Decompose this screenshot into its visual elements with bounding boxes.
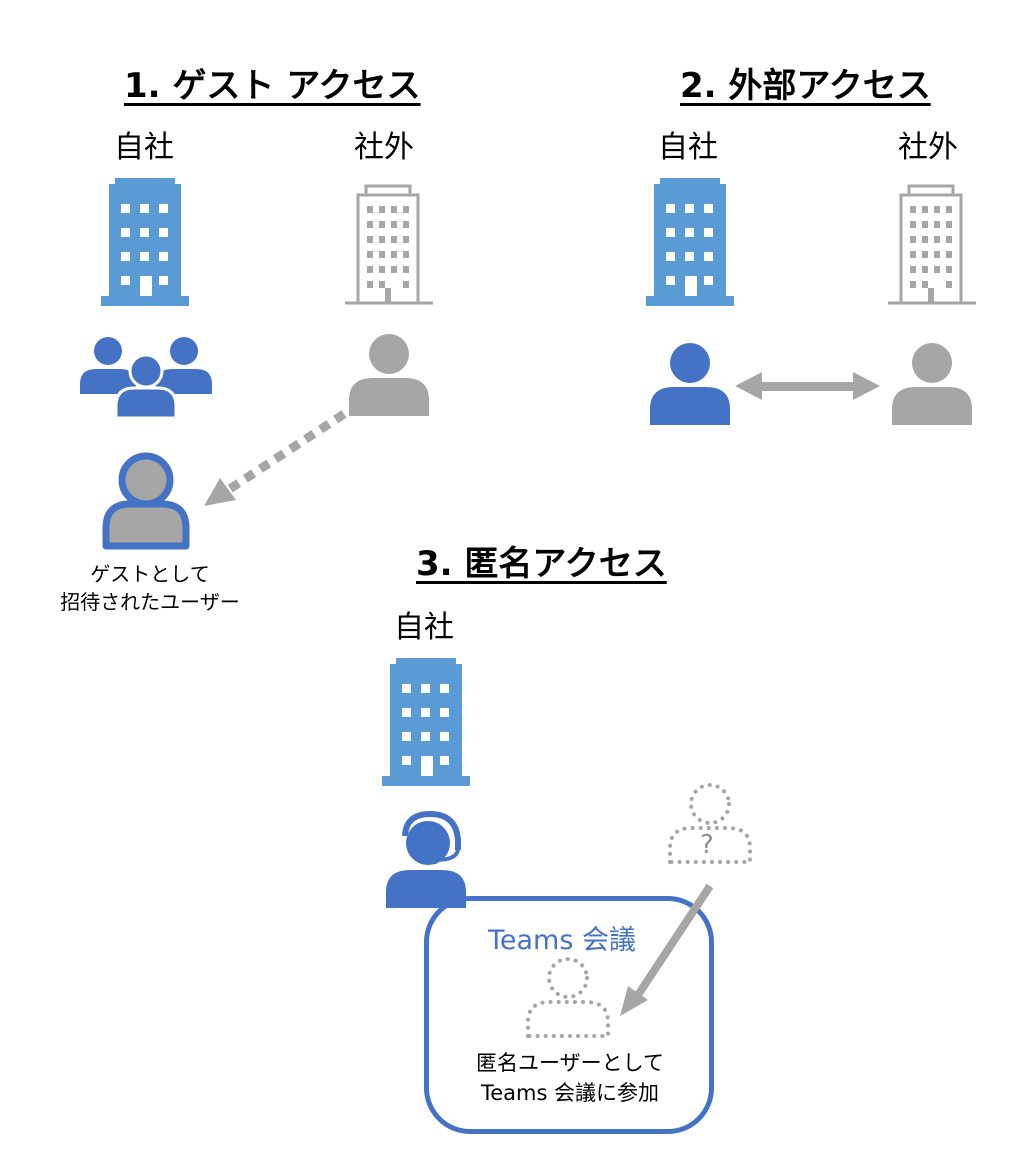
section1-own-company-label: 自社 <box>114 130 174 165</box>
section2-own-company-label: 自社 <box>658 130 718 165</box>
guest-invite-arrowhead <box>204 478 236 506</box>
section3-own-company-label: 自社 <box>394 610 454 645</box>
section2-external-building-icon <box>886 184 978 305</box>
section2-external-user-icon <box>892 343 972 425</box>
section2-external-label: 社外 <box>898 130 958 165</box>
external-company-building-icon <box>343 184 435 305</box>
section1-title: 1. ゲスト アクセス <box>124 66 421 106</box>
guest-caption-line1: ゲストとして <box>90 562 210 586</box>
meeting-organizer-headset-icon <box>386 810 466 908</box>
section3-title: 3. 匿名アクセス <box>416 544 667 584</box>
anon-caption-line2: Teams 会議に参加 <box>480 1081 660 1105</box>
guest-user-icon <box>102 452 190 550</box>
guest-user-caption: ゲストとして 招待されたユーザー <box>40 560 260 616</box>
teams-meeting-label: Teams 会議 <box>488 925 637 956</box>
unknown-user-question-mark: ? <box>700 830 714 860</box>
guest-invite-arrow <box>219 410 347 498</box>
own-company-building-icon <box>101 178 189 306</box>
external-user-icon <box>349 334 429 416</box>
teams-meeting-box <box>424 896 714 1134</box>
federation-double-arrow <box>735 372 880 400</box>
section3-own-company-building-icon <box>382 658 470 786</box>
guest-caption-line2: 招待されたユーザー <box>60 590 240 614</box>
section1-external-label: 社外 <box>354 130 414 165</box>
section2-own-company-building-icon <box>646 178 734 306</box>
anonymous-join-arrowhead <box>620 986 648 1016</box>
section2-internal-user-icon <box>650 343 730 425</box>
anonymous-meeting-participant-icon <box>526 957 610 1038</box>
anonymous-user-caption: 匿名ユーザーとして Teams 会議に参加 <box>440 1048 700 1108</box>
internal-users-group-icon <box>80 337 212 420</box>
section2-title: 2. 外部アクセス <box>680 66 931 106</box>
anonymous-join-arrow <box>632 883 714 1001</box>
anon-caption-line1: 匿名ユーザーとして <box>476 1051 664 1075</box>
